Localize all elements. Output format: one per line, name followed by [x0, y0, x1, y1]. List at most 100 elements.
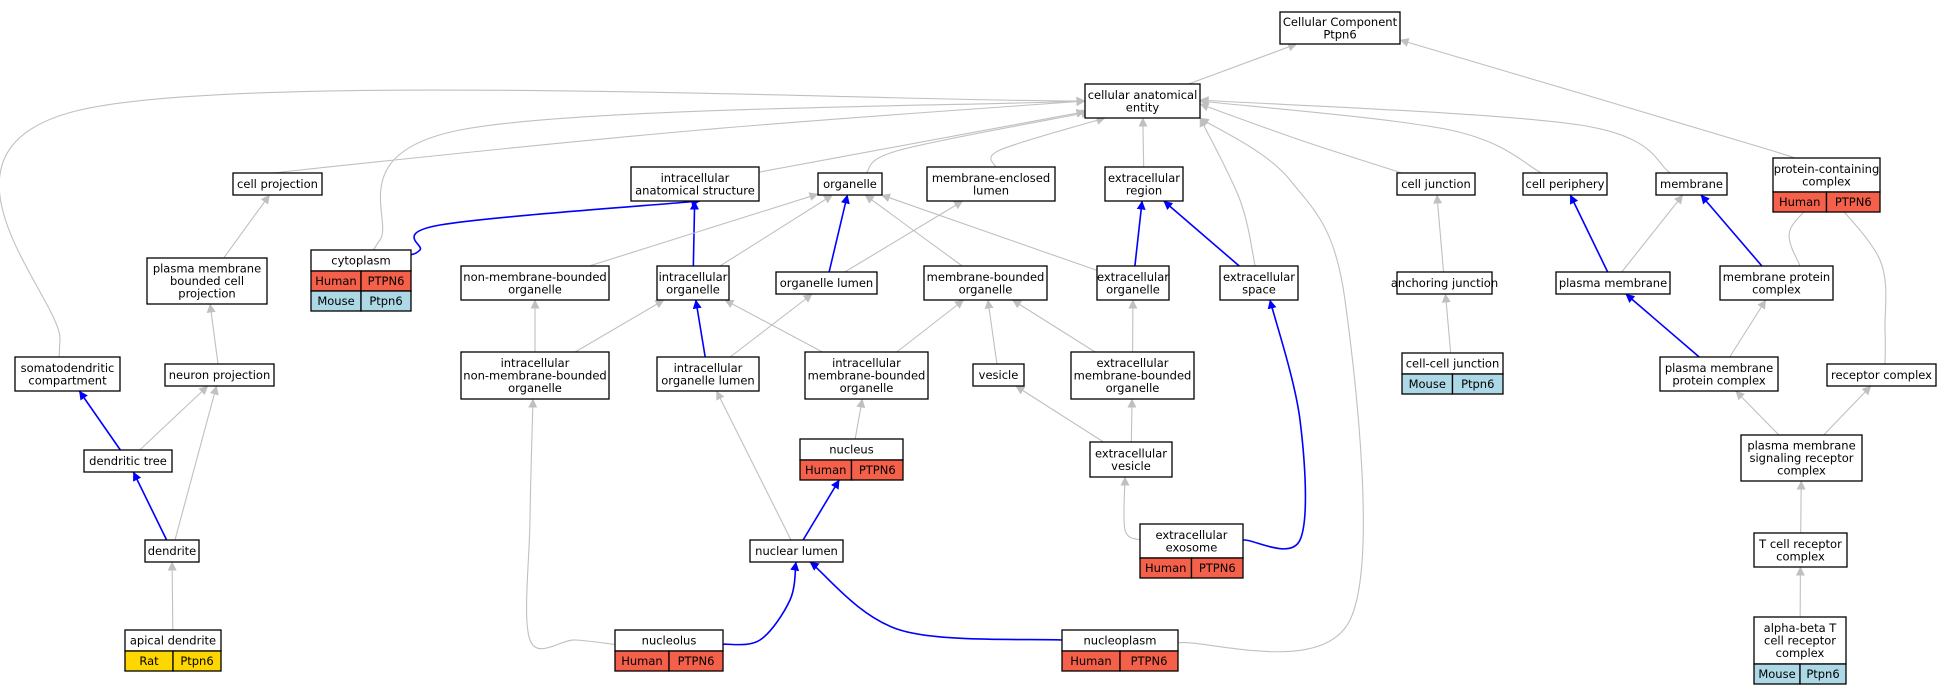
- node-label-line: membrane-bounded: [1074, 369, 1192, 383]
- node-label-line: organelle: [823, 177, 877, 191]
- gene-label: Ptpn6: [180, 654, 213, 668]
- edge-nucleus-to-imbo: [854, 398, 866, 440]
- edge-ccj-to-aj: [1441, 293, 1452, 354]
- node-box: [749, 539, 844, 563]
- node-label-line: intracellular: [659, 270, 728, 284]
- node-label-line: Ptpn6: [1323, 27, 1356, 41]
- node-box: [1089, 441, 1173, 478]
- node-label-line: region: [1126, 183, 1162, 197]
- edge-rc-to-pcc: [1825, 191, 1887, 368]
- node-box: [83, 449, 173, 473]
- node-pm[interactable]: plasma membrane: [1555, 271, 1671, 295]
- edge-ev-to-embo: [1127, 398, 1137, 443]
- node-label-line: cell projection: [237, 177, 318, 191]
- node-label-line: protein-containing: [1774, 162, 1880, 176]
- node-label-line: non-membrane-bounded: [463, 369, 606, 383]
- gene-label: PTPN6: [1199, 561, 1236, 575]
- node-olumen[interactable]: organelle lumen: [775, 271, 878, 295]
- node-vesicle[interactable]: vesicle: [972, 363, 1025, 387]
- node-label-line: plasma membrane: [1747, 439, 1855, 453]
- node-box: [1096, 265, 1170, 301]
- species-label: Mouse: [317, 294, 354, 308]
- edge-nmbo-to-organelle: [588, 192, 819, 267]
- edge-iol-to-olumen: [729, 293, 813, 358]
- node-label-line: organelle: [666, 282, 720, 296]
- edge-celljunc-to-cae: [1199, 102, 1403, 174]
- node-rc[interactable]: receptor complex: [1826, 363, 1937, 387]
- gene-label: Ptpn6: [369, 294, 402, 308]
- gene-cell: [1451, 373, 1504, 395]
- species-label: Human: [1070, 654, 1111, 668]
- node-inmbo[interactable]: intracellularnon-membrane-boundedorganel…: [460, 351, 610, 400]
- node-np[interactable]: neuron projection: [164, 363, 275, 387]
- node-label-line: organelle: [1106, 381, 1160, 395]
- node-box: [1104, 166, 1184, 202]
- edge-dendrite-to-dtree: [132, 471, 168, 541]
- node-label-line: complex: [1776, 646, 1825, 660]
- node-box: [460, 265, 610, 301]
- species-label: Human: [1145, 561, 1186, 575]
- node-label-line: plasma membrane: [1559, 276, 1667, 290]
- edge-extreg-to-cae: [1138, 117, 1148, 168]
- gene-label: Ptpn6: [1806, 667, 1839, 681]
- node-label-line: extracellular: [1097, 270, 1169, 284]
- node-box: [1219, 265, 1299, 301]
- node-label-line: organelle: [508, 381, 562, 395]
- node-cellproj[interactable]: cell projection: [232, 172, 323, 196]
- edge-olumen-to-mel: [844, 200, 964, 273]
- node-label-line: intracellular: [832, 356, 901, 370]
- node-aj[interactable]: anchoring junction: [1391, 271, 1498, 295]
- node-membrane[interactable]: membrane: [1655, 172, 1728, 196]
- node-dendrite[interactable]: dendrite: [144, 539, 200, 563]
- node-dtree[interactable]: dendritic tree: [83, 449, 173, 473]
- node-nlumen[interactable]: nuclear lumen: [749, 539, 844, 563]
- node-organelle[interactable]: organelle: [817, 172, 883, 196]
- edge-inmbo-to-io: [574, 299, 665, 353]
- edge-nucleolus-to-nlumen: [722, 561, 800, 646]
- edge-np-to-pmbcp: [206, 303, 219, 365]
- edge-cellper-to-cae: [1199, 97, 1542, 174]
- node-celljunc[interactable]: cell junction: [1396, 172, 1476, 196]
- node-label-line: nucleoplasm: [1084, 634, 1157, 648]
- edge-io-to-organelle: [719, 194, 833, 267]
- edge-pmbcp-to-cellproj: [223, 194, 270, 259]
- node-cellper[interactable]: cell periphery: [1522, 172, 1608, 196]
- edge-sdc-to-cae: [0, 89, 1086, 364]
- edge-nlumen-to-iol: [716, 390, 792, 541]
- species-label: Rat: [139, 654, 159, 668]
- species-label: Human: [1779, 195, 1820, 209]
- node-label-line: membrane: [1660, 177, 1723, 191]
- node-box: [923, 265, 1048, 301]
- edge-dtree-to-sdc: [78, 390, 122, 451]
- node-label-line: membrane-bounded: [808, 369, 926, 383]
